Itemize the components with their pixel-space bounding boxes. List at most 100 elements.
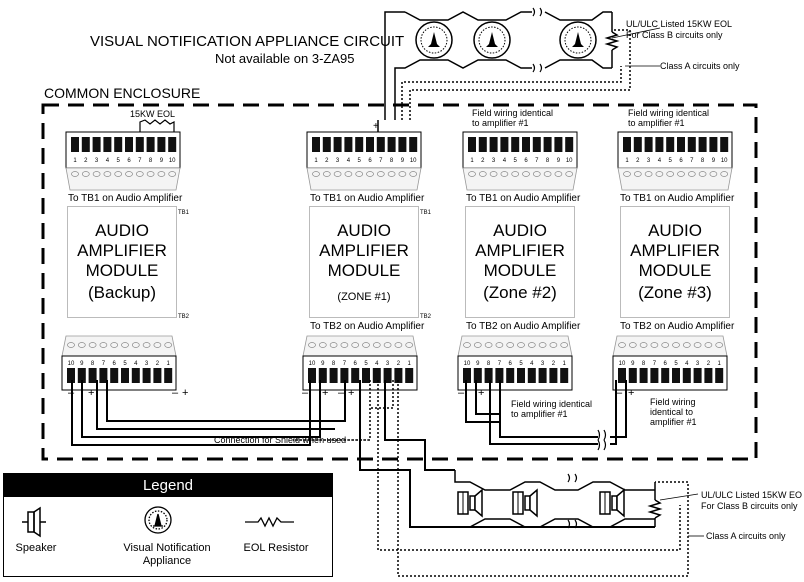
tb2-label-zone2: To TB2 on Audio Amplifier — [466, 321, 581, 332]
tb1-screw — [554, 137, 563, 152]
tb2-hole — [318, 342, 327, 348]
tb2-screw — [682, 368, 691, 383]
tb1-terminal-number: 4 — [658, 158, 662, 164]
tb1-terminal-number: 4 — [347, 158, 351, 164]
tb1-screw — [532, 137, 541, 152]
tb2-hole — [484, 342, 493, 348]
zone3-top-note-2: to amplifier #1 — [628, 118, 685, 128]
vnac-break-marks — [532, 7, 543, 73]
tb1-terminal-number: 6 — [524, 158, 528, 164]
tb2-terminal-number: 3 — [696, 361, 700, 367]
tb2-terminal-number: 7 — [102, 361, 106, 367]
tb2-terminal-number: 6 — [113, 361, 117, 367]
tb1-label-zone1: To TB1 on Audio Amplifier — [310, 193, 425, 204]
tb2-screw — [142, 368, 151, 383]
tb2-screw — [77, 368, 86, 383]
tb2-hole — [153, 342, 162, 348]
tb1-terminal-number: 8 — [390, 158, 394, 164]
speaker-class-a-note: Class A circuits only — [706, 531, 786, 541]
vnac-eol-note-2: For Class B circuits only — [626, 30, 723, 40]
tb1-hole — [344, 171, 353, 177]
tb2-screw — [308, 368, 316, 383]
tb1-screw — [666, 137, 675, 152]
tb2-screw — [538, 368, 547, 383]
tb1-terminal-number: 7 — [379, 158, 383, 164]
tb2-terminal-number: 3 — [541, 361, 545, 367]
legend-vna-label-1: Visual Notification — [123, 542, 211, 554]
tb1-terminal-number: 2 — [84, 158, 88, 164]
tb1-terminal-number: 9 — [401, 158, 405, 164]
tb2-hole — [639, 342, 648, 348]
tb2-terminal-number: 10 — [309, 361, 316, 367]
pol-z3-1: – — [616, 387, 623, 399]
tb1-screw — [655, 137, 664, 152]
tb2-terminal-number: 2 — [156, 361, 160, 367]
tb2-hole — [715, 342, 724, 348]
tb1-hole — [92, 171, 101, 177]
tb2-terminal-number: 9 — [631, 361, 635, 367]
tb1-terminal-number: 1 — [73, 158, 77, 164]
tb1-screw — [366, 137, 374, 152]
tb2-screw — [121, 368, 129, 383]
tb1-terminal-number: 3 — [95, 158, 99, 164]
field-note-zone3-3: amplifier #1 — [650, 417, 697, 427]
tb2-hole — [99, 342, 108, 348]
tb2-screw — [549, 368, 558, 383]
enclosure-border — [41, 103, 758, 461]
tb2-skirt — [457, 335, 573, 357]
tb2-hole — [672, 342, 680, 348]
tb1-terminal-number: 3 — [647, 158, 651, 164]
amplifier-module-backup: AUDIO AMPLIFIER MODULE (Backup) — [67, 206, 177, 318]
vnac-eol-resistor — [604, 31, 620, 51]
tb1-terminal-number: 1 — [625, 158, 629, 164]
tb1-screw — [92, 137, 101, 152]
tb2-screw — [340, 368, 349, 383]
tb1-hole — [666, 171, 675, 177]
speaker — [599, 488, 625, 518]
tb2-tag-zone1: TB2 — [420, 314, 432, 320]
break-marks-low — [567, 429, 607, 529]
vna-appliances — [415, 21, 597, 59]
tb2-hole — [121, 342, 129, 348]
tb2-hole — [372, 342, 381, 348]
tb2-terminal-number: 8 — [332, 361, 336, 367]
tb1-hole — [157, 171, 166, 177]
tb2-screw — [650, 368, 659, 383]
tb2-terminal-number: 7 — [343, 361, 347, 367]
tb2-hole — [77, 342, 86, 348]
tb2-terminal-number: 10 — [464, 361, 471, 367]
tb1-screw — [157, 137, 166, 152]
tb1-screw — [376, 137, 385, 152]
tb1-terminal-number: 2 — [481, 158, 485, 164]
tb1-hole — [623, 171, 631, 177]
tb2-terminal-number: 5 — [674, 361, 678, 367]
tb1-hole — [322, 171, 331, 177]
field-note-zone3-2: identical to — [650, 407, 694, 417]
tb1-screw — [81, 137, 90, 152]
tb2-screw — [527, 368, 536, 383]
legend-vna-symbol — [144, 506, 172, 534]
tb2-screw — [618, 368, 626, 383]
pol-b4: + — [182, 387, 189, 399]
tb1-skirt — [306, 167, 422, 191]
pol-z1-2: + — [322, 387, 329, 399]
tb2-terminal-number: 4 — [530, 361, 534, 367]
tb2-hole — [527, 342, 536, 348]
tb1-terminal-number: 4 — [503, 158, 507, 164]
vna-appliance — [559, 21, 597, 59]
tb1-hole — [554, 171, 563, 177]
tb2-hole — [362, 342, 370, 348]
vna-appliance — [415, 21, 453, 59]
tb2-skirt — [302, 335, 418, 357]
vnac-chain — [384, 11, 620, 120]
tb2-hole — [463, 342, 471, 348]
zone3-top-note-1: Field wiring identical — [628, 108, 710, 118]
tb2-screw — [362, 368, 370, 383]
tb1-screw — [468, 137, 476, 152]
tb1-screw — [687, 137, 696, 152]
tb2-terminal-number: 6 — [664, 361, 668, 367]
tb1-hole — [644, 171, 653, 177]
